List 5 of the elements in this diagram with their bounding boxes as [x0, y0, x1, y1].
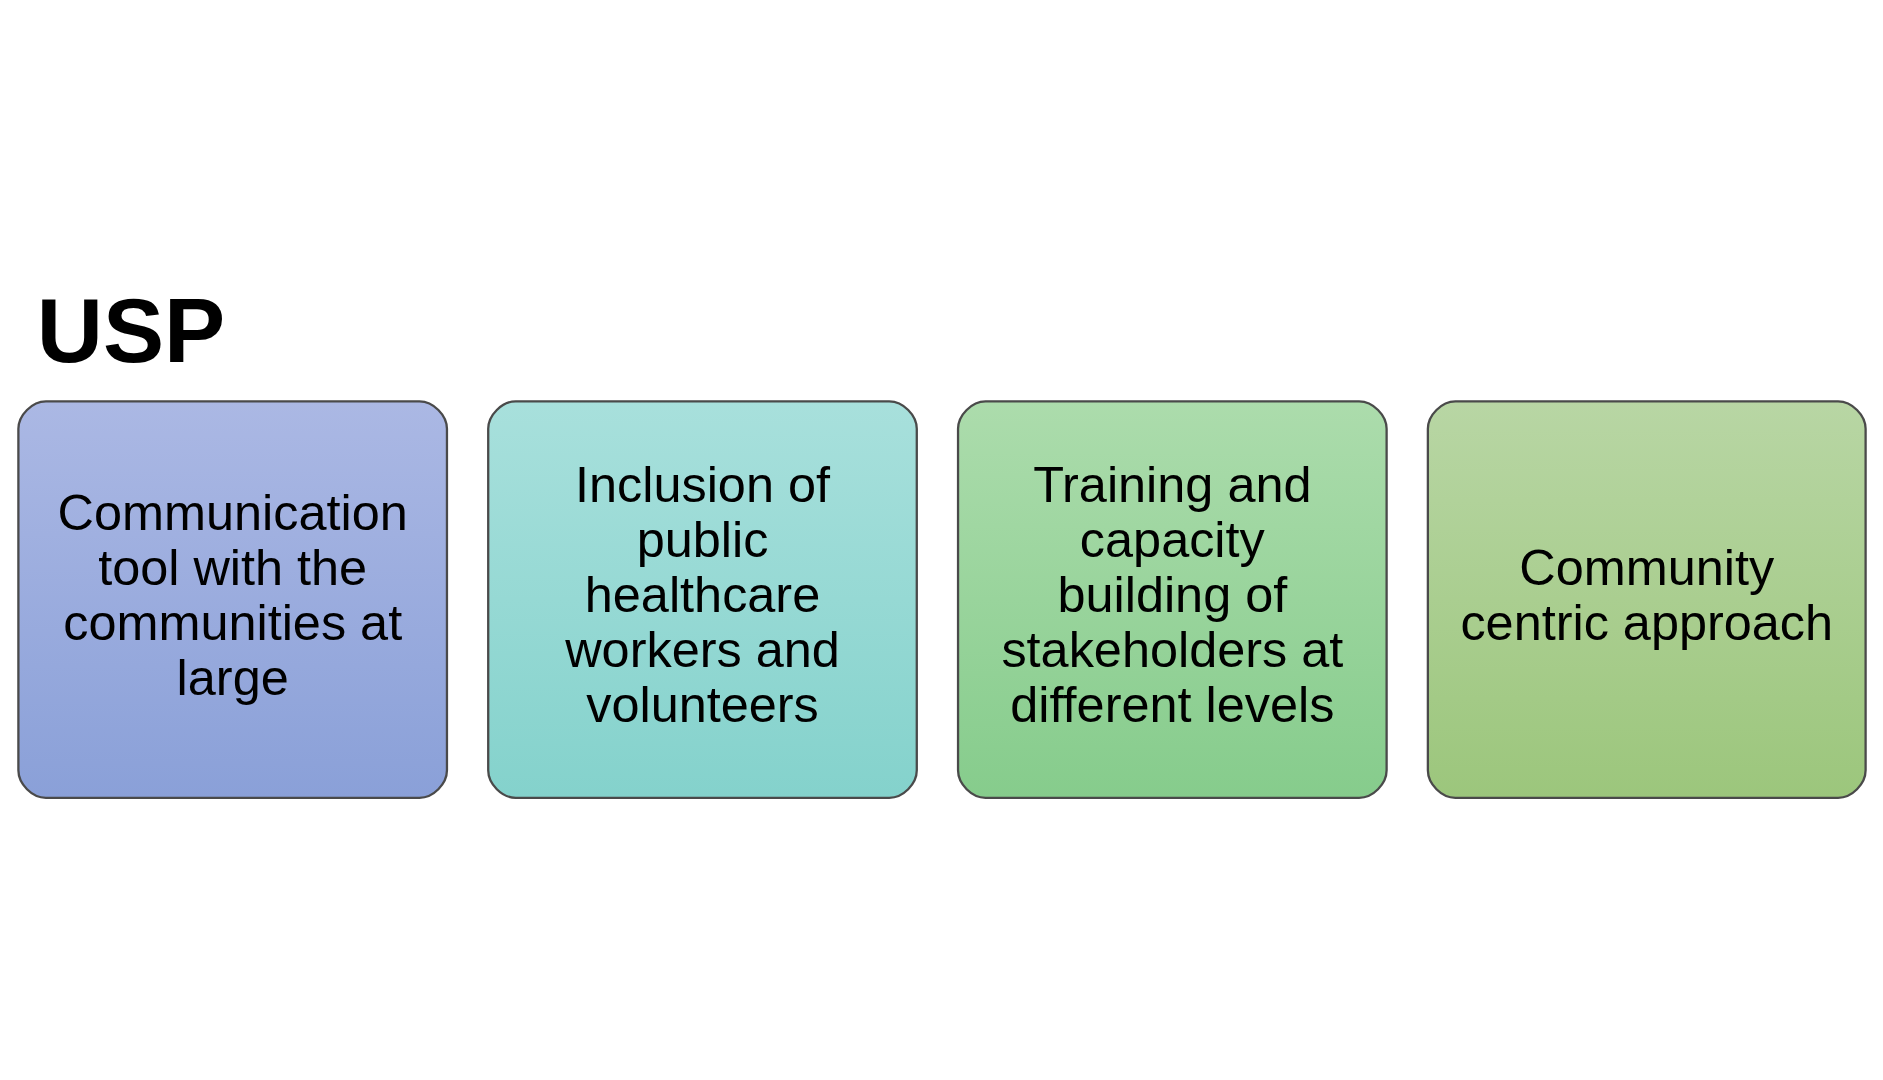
diagram-title: USP	[36, 279, 225, 382]
node-box: Communication tool with the communities at large	[16, 400, 448, 799]
node-box: Training and capacity building of stakeholders at different levels	[956, 400, 1388, 799]
node-box: Community centric approach	[1426, 400, 1867, 799]
node-box: Inclusion of public healthcare workers and volunteers	[486, 400, 918, 799]
